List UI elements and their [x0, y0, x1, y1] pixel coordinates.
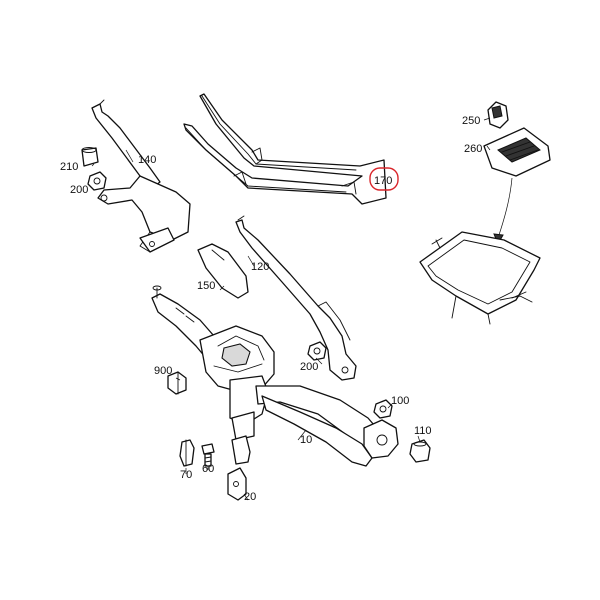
- callout-120: 120: [251, 261, 269, 273]
- cap-110[interactable]: [409, 439, 431, 463]
- bolt-60[interactable]: [201, 443, 215, 467]
- cap-210[interactable]: [81, 147, 99, 167]
- wiper-linkage-10[interactable]: [151, 285, 399, 467]
- sensor-cover-260[interactable]: [483, 127, 551, 177]
- wiper-arm-140[interactable]: [91, 99, 191, 253]
- callout-20: 20: [244, 491, 256, 503]
- leader-lines: [91, 117, 491, 501]
- windshield-illustration: [419, 231, 541, 325]
- nut-200-upper[interactable]: [87, 171, 107, 191]
- callout-60: 60: [202, 463, 214, 475]
- callout-10: 10: [300, 434, 312, 446]
- cover-150[interactable]: [197, 243, 249, 299]
- callout-900: 900: [154, 365, 172, 377]
- callout-260: 260: [464, 143, 482, 155]
- nut-100[interactable]: [373, 399, 393, 419]
- callout-200-lower: 200: [300, 361, 318, 373]
- bushing-900[interactable]: [167, 371, 187, 395]
- nut-200-lower[interactable]: [307, 341, 327, 361]
- rain-sensor-250[interactable]: [487, 101, 509, 129]
- callout-170-highlight: [369, 167, 399, 191]
- sensor-arrow: [497, 177, 513, 239]
- callout-210: 210: [60, 161, 78, 173]
- callout-labels: 210 200 140 170 250 260 150 120 900 200 …: [60, 115, 482, 503]
- callout-170: 170: [374, 175, 392, 187]
- callout-150: 150: [197, 280, 215, 292]
- callout-70: 70: [180, 469, 192, 481]
- callout-250: 250: [462, 115, 480, 127]
- callout-100: 100: [391, 395, 409, 407]
- callout-140: 140: [138, 154, 156, 166]
- wiper-arm-120[interactable]: [235, 215, 357, 381]
- callout-110: 110: [414, 425, 432, 437]
- bracket-20[interactable]: [227, 435, 251, 501]
- grommet-70[interactable]: [179, 439, 195, 467]
- callout-200-upper: 200: [70, 184, 88, 196]
- wiper-blades-170[interactable]: [183, 93, 387, 205]
